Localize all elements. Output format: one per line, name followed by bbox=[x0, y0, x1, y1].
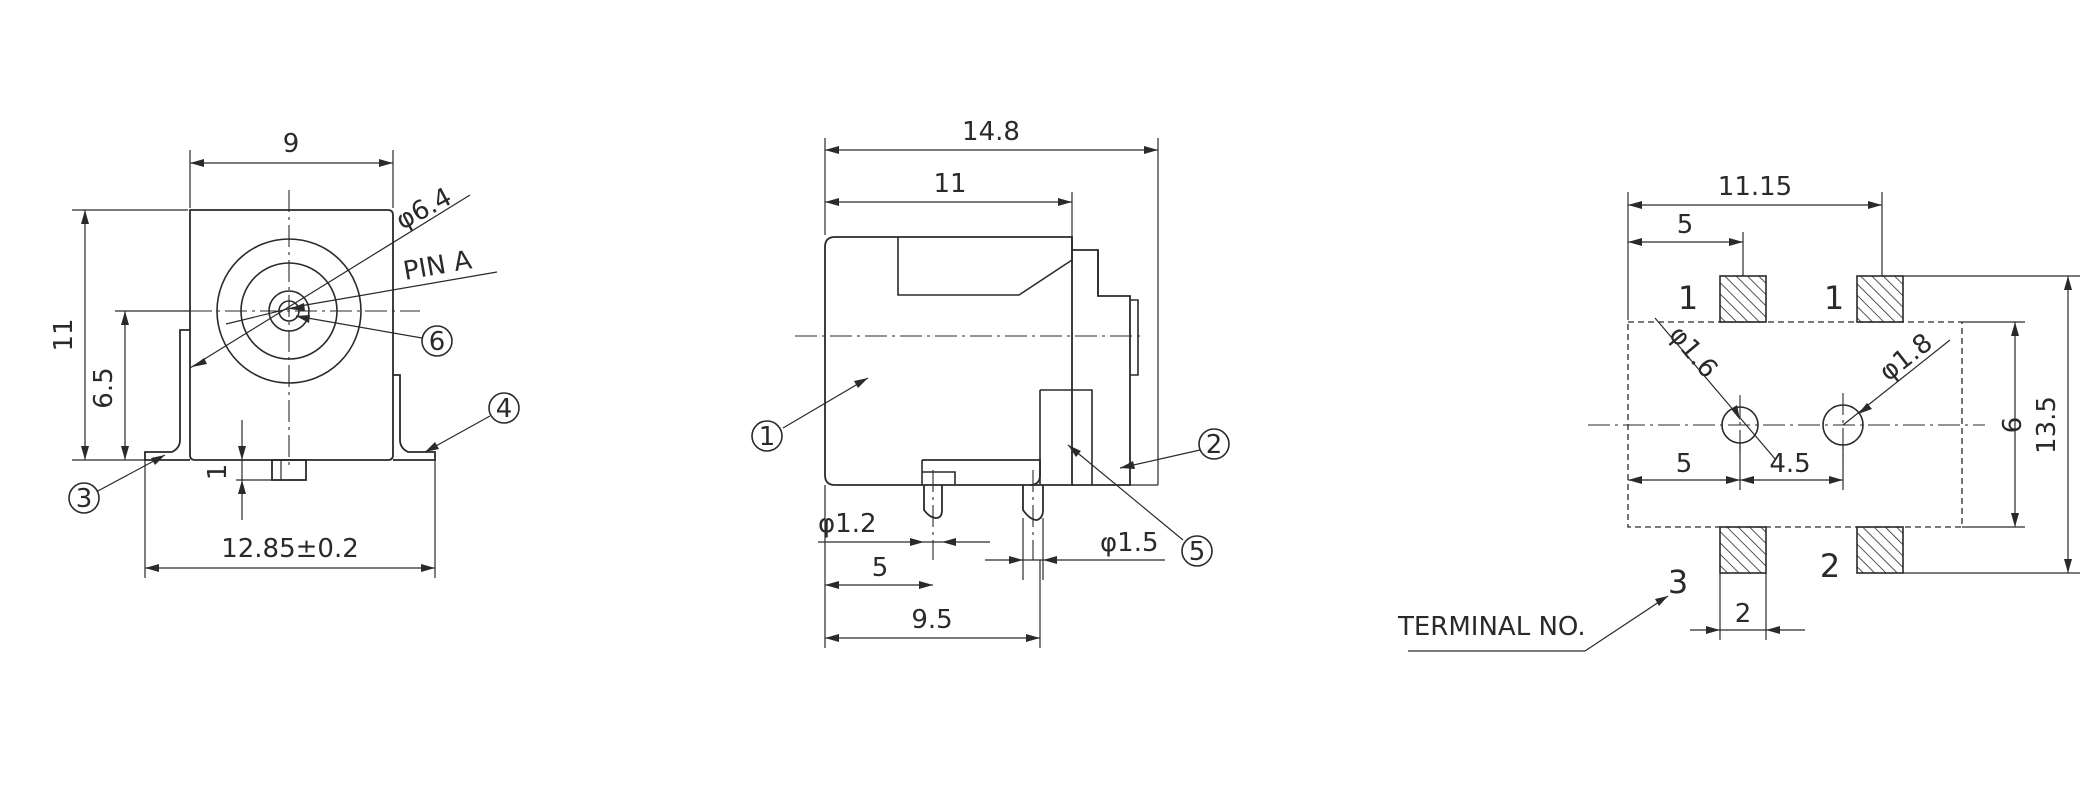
side-top-slot bbox=[897, 237, 1073, 296]
callout-4: 4 bbox=[496, 394, 513, 424]
terminal-3: 3 bbox=[1668, 563, 1688, 601]
front-dim-center-height: 6.5 bbox=[89, 367, 119, 408]
front-body-outline bbox=[189, 209, 394, 461]
side-dim-pin-diameter-1: φ1.2 bbox=[818, 509, 877, 539]
side-dim-overall-length: 14.8 bbox=[962, 117, 1020, 147]
pad-3 bbox=[1719, 526, 1767, 574]
footprint-view: 1 1 2 3 11.15 5 5 4.5 φ1.6 φ1.8 bbox=[1397, 172, 2080, 652]
callout-4-circle bbox=[488, 392, 520, 424]
side-rear-flange bbox=[1072, 249, 1131, 486]
front-dim-width: 9 bbox=[283, 129, 300, 159]
front-dim-outer-diameter: φ6.4 bbox=[391, 182, 457, 236]
side-inner-block bbox=[1040, 389, 1093, 485]
side-dim-pin-spacing-1: 5 bbox=[872, 553, 889, 583]
terminal-1a: 1 bbox=[1678, 279, 1698, 317]
callout-1-circle bbox=[751, 420, 783, 452]
pad-2 bbox=[1856, 526, 1904, 574]
footprint-dim-hole-1: φ1.6 bbox=[1663, 320, 1724, 384]
footprint-dim-hole-spacing: 4.5 bbox=[1769, 449, 1810, 479]
front-dim-height: 11 bbox=[49, 318, 79, 351]
front-dim-bottom-gap: 1 bbox=[203, 464, 233, 481]
callout-5: 5 bbox=[1189, 537, 1206, 567]
terminal-no-label: TERMINAL NO. bbox=[1397, 612, 1586, 642]
terminal-2: 2 bbox=[1820, 547, 1840, 585]
front-view: 9 11 6.5 1 12.85±0.2 φ6.4 PIN bbox=[49, 129, 520, 578]
callout-6-circle bbox=[421, 325, 453, 357]
footprint-dim-pad-width: 2 bbox=[1735, 599, 1752, 629]
callout-5-circle bbox=[1181, 535, 1213, 567]
callout-3-circle bbox=[68, 482, 100, 514]
side-terminal-bar bbox=[922, 459, 1041, 486]
footprint-dim-total-width: 11.15 bbox=[1718, 172, 1792, 202]
footprint-dim-inner-height: 9 bbox=[1995, 417, 2025, 434]
front-right-bracket bbox=[393, 374, 436, 461]
side-dim-pin-diameter-2: φ1.5 bbox=[1100, 528, 1159, 558]
side-pin-1 bbox=[923, 485, 943, 519]
footprint-dim-hole-offset: 5 bbox=[1676, 449, 1693, 479]
footprint-dim-total-height: 13.5 bbox=[2032, 396, 2062, 454]
callout-1: 1 bbox=[759, 422, 776, 452]
callout-2: 2 bbox=[1206, 430, 1223, 460]
front-center-pin bbox=[271, 459, 307, 481]
front-left-bracket bbox=[144, 329, 190, 461]
footprint-dim-pad-offset: 5 bbox=[1677, 210, 1694, 240]
front-dim-overall-width: 12.85±0.2 bbox=[221, 534, 359, 564]
side-body-outline bbox=[824, 236, 1073, 486]
callout-6: 6 bbox=[429, 327, 446, 357]
pin-a-label: PIN A bbox=[401, 245, 474, 287]
side-dim-pin-spacing-2: 9.5 bbox=[911, 605, 952, 635]
footprint-dim-hole-2: φ1.8 bbox=[1874, 328, 1939, 388]
callout-2-circle bbox=[1198, 428, 1230, 460]
side-dim-body-length: 11 bbox=[933, 169, 966, 199]
terminal-1b: 1 bbox=[1824, 279, 1844, 317]
callout-3: 3 bbox=[76, 484, 93, 514]
side-view: 14.8 11 φ1.2 φ1.5 5 9.5 1 bbox=[751, 117, 1230, 648]
side-pin-2 bbox=[1022, 485, 1044, 521]
pad-1b bbox=[1856, 275, 1904, 323]
pad-1a bbox=[1719, 275, 1767, 323]
